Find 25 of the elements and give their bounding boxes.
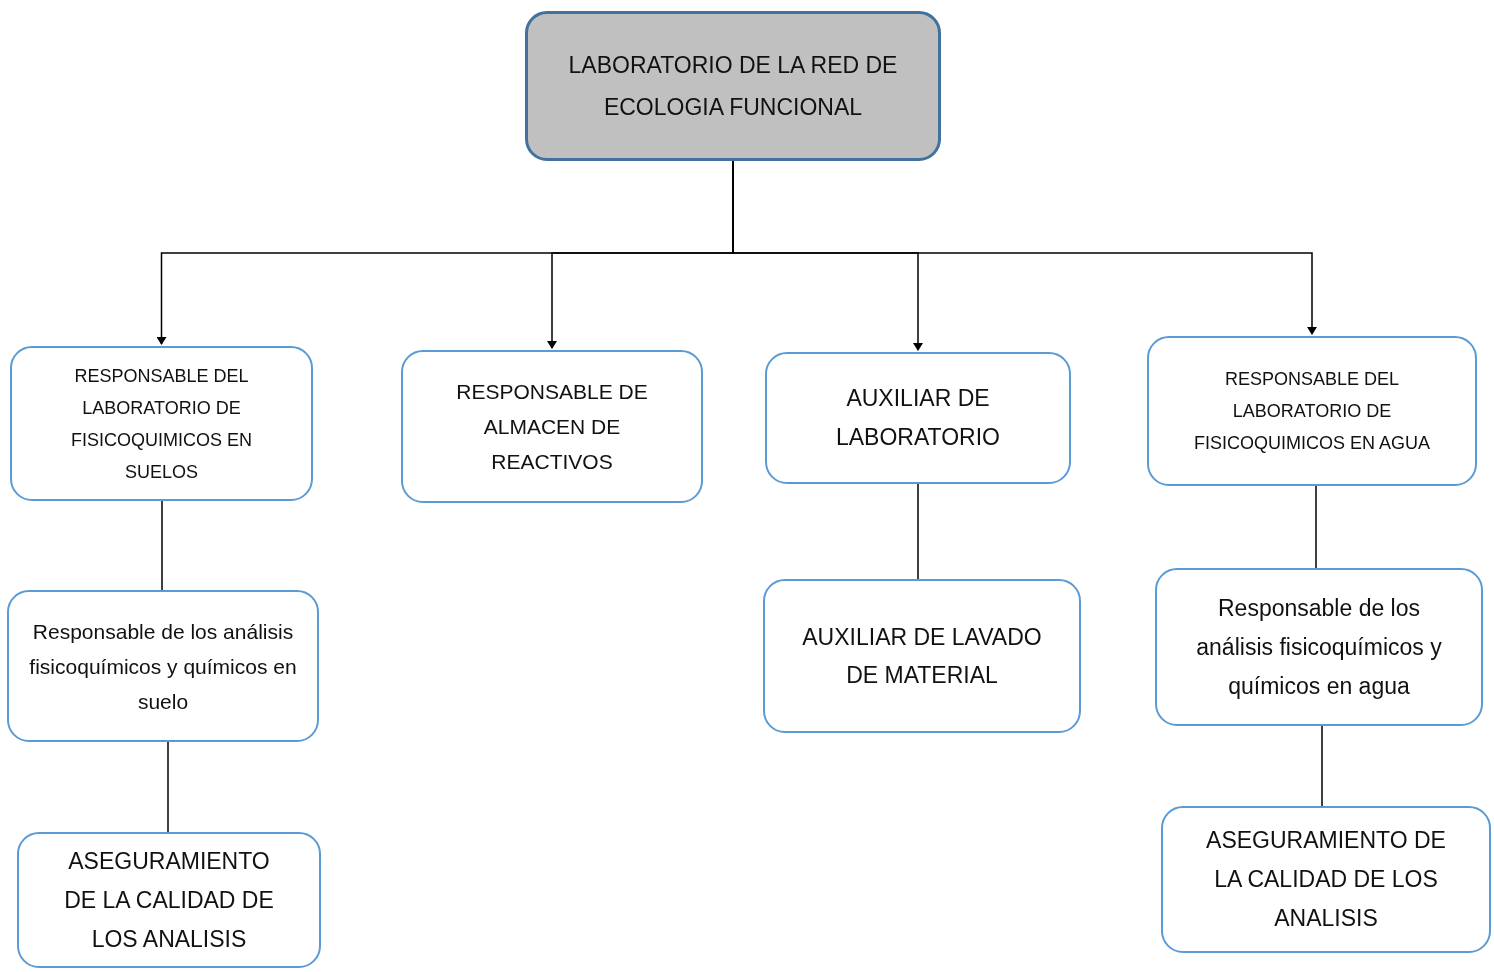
node-label: AUXILIAR DE LAVADO DE MATERIAL — [801, 623, 1043, 690]
role-box — [1155, 568, 1483, 726]
connector-line — [161, 500, 163, 591]
title-box — [525, 11, 941, 161]
role-box — [765, 352, 1071, 484]
node-label: RESPONSABLE DEL LABORATORIO DE FISICOQUIMICOS EN AGUA — [1193, 368, 1431, 455]
connector-line — [917, 483, 919, 580]
role-box — [763, 579, 1081, 733]
role-box — [7, 590, 319, 742]
node-label: LABORATORIO DE LA RED DE ECOLOGIA FUNCIONAL — [567, 51, 899, 122]
role-box — [401, 350, 703, 503]
node-label: Responsable de los análisis fisicoquímicos y químicos en agua — [1195, 593, 1443, 701]
role-box — [10, 346, 313, 501]
connector-line — [1321, 725, 1323, 807]
node-label: AUXILIAR DE LABORATORIO — [835, 384, 1001, 452]
role-box — [17, 832, 321, 968]
role-box — [1161, 806, 1491, 953]
node-label: RESPONSABLE DE ALMACEN DE REACTIVOS — [455, 379, 649, 475]
node-label: RESPONSABLE DEL LABORATORIO DE FISICOQUIMICOS EN SUELOS — [70, 364, 253, 484]
connector-line — [1315, 485, 1317, 569]
role-box — [1147, 336, 1477, 486]
node-label: Responsable de los análisis fisicoquímicos y químicos en suelo — [29, 618, 297, 715]
node-label: ASEGURAMIENTO DE LA CALIDAD DE LOS ANALISIS — [1205, 826, 1447, 933]
connector-line — [167, 741, 169, 833]
node-label: ASEGURAMIENTO DE LA CALIDAD DE LOS ANALISIS — [63, 846, 275, 954]
